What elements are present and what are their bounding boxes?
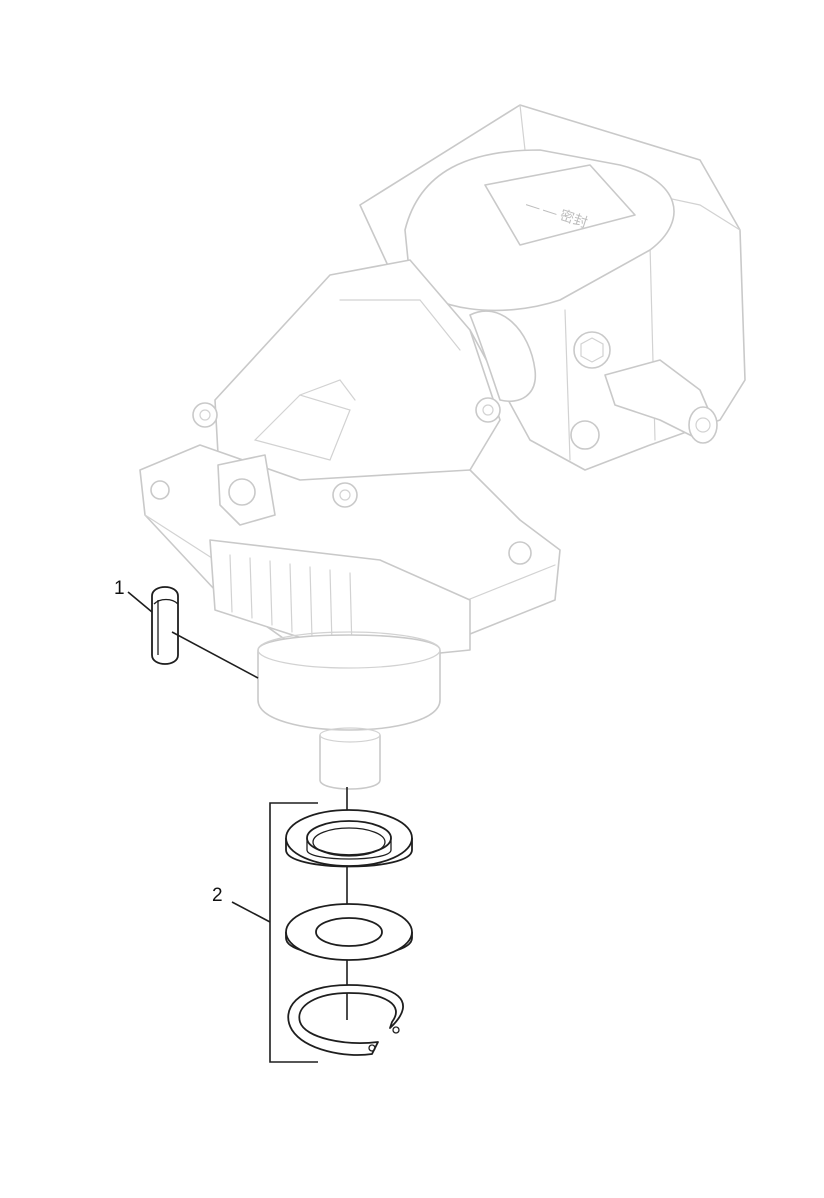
callout-1-label: 1 <box>114 578 125 599</box>
thrust-washer-part <box>285 903 413 961</box>
shaft-seal-part <box>285 809 413 868</box>
callout-2-pointer <box>231 901 271 923</box>
callout-2-label: 2 <box>212 885 223 906</box>
shaft-key-part <box>151 586 179 665</box>
callout-1-pointer <box>127 591 153 613</box>
callout-1-leader <box>171 631 259 679</box>
gearbox-housing-ghost: — — 密封 <box>139 104 746 790</box>
callout-2-bracket <box>269 802 318 1063</box>
retaining-ring-part <box>287 984 404 1056</box>
